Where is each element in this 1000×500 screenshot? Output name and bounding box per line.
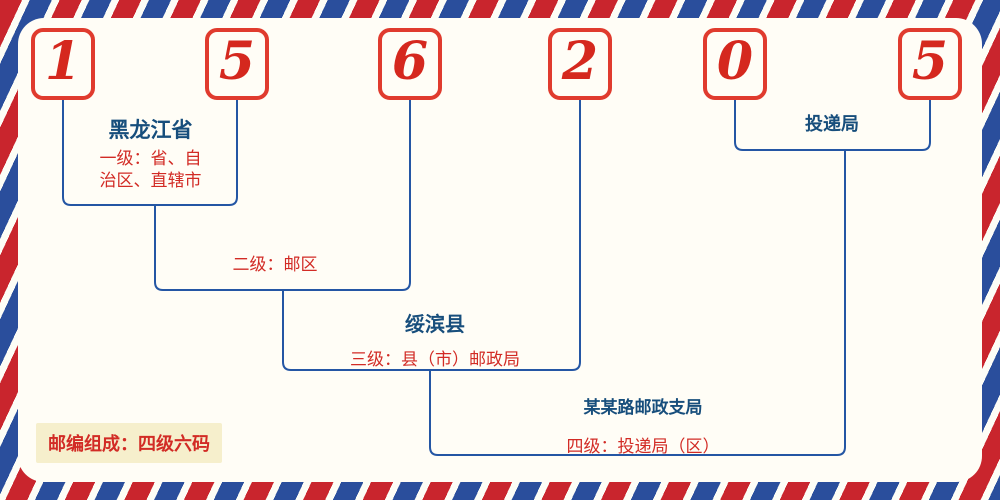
level1-desc-line2: 治区、直辖市 xyxy=(99,171,202,190)
delivery-label: 投递局 xyxy=(737,110,927,136)
postal-code-composition-note: 邮编组成：四级六码 xyxy=(36,423,222,463)
level2-label: 二级：邮区 xyxy=(195,250,355,275)
digit-5: 0 xyxy=(716,31,754,92)
digit-4: 2 xyxy=(561,31,599,92)
level3-desc: 三级：县（市）邮政局 xyxy=(350,350,520,369)
digit-box-4: 2 xyxy=(548,28,612,100)
level3-title: 绥滨县 xyxy=(405,314,465,336)
digit-3: 6 xyxy=(391,31,429,92)
digit-box-1: 1 xyxy=(31,28,95,100)
level2-desc: 二级：邮区 xyxy=(232,255,318,274)
digit-6: 5 xyxy=(911,31,949,92)
content-panel xyxy=(18,18,982,482)
digit-box-6: 5 xyxy=(898,28,962,100)
delivery-title: 投递局 xyxy=(805,114,859,134)
digit-box-5: 0 xyxy=(703,28,767,100)
digit-box-3: 6 xyxy=(378,28,442,100)
level1-label: 黑龙江省 一级：省、自 治区、直辖市 xyxy=(68,114,233,192)
level4-title: 某某路邮政支局 xyxy=(583,398,703,417)
level1-desc-line1: 一级：省、自 xyxy=(99,149,202,168)
level3-label: 绥滨县 三级：县（市）邮政局 xyxy=(330,308,540,370)
digit-2: 5 xyxy=(218,31,256,92)
digit-box-2: 5 xyxy=(205,28,269,100)
level1-title: 黑龙江省 xyxy=(108,119,193,142)
level4-desc: 四级：投递局（区） xyxy=(566,437,720,456)
digit-1: 1 xyxy=(44,31,82,92)
level4-label: 某某路邮政支局 四级：投递局（区） xyxy=(528,393,758,457)
